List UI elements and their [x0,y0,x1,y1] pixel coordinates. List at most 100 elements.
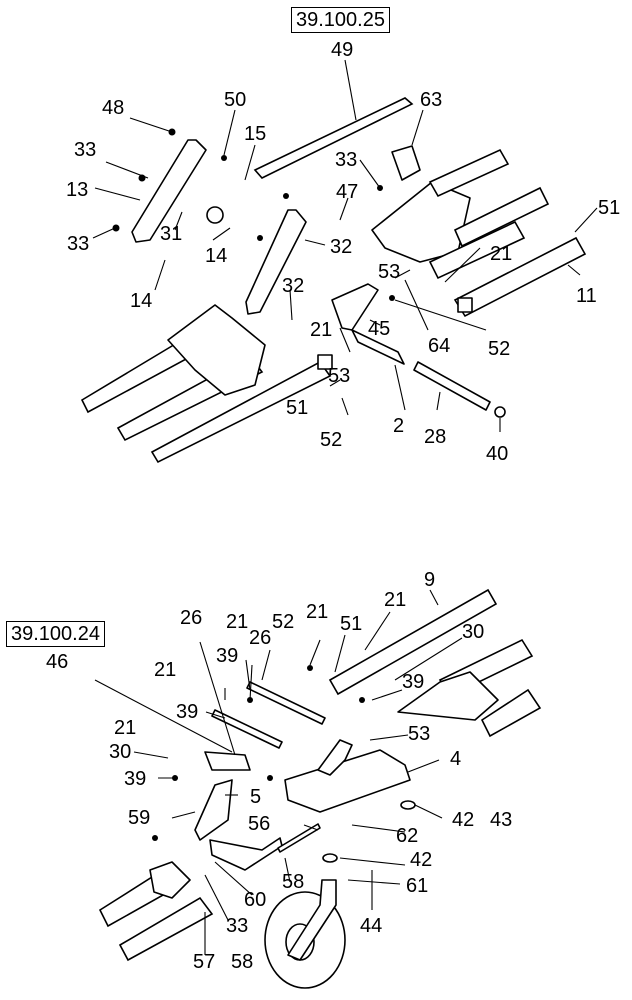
label: 11 [576,285,597,307]
label: 60 [244,889,266,911]
label: 58 [231,951,253,973]
label: 52 [320,429,342,451]
label: 32 [330,236,352,258]
beam-right-1 [428,148,510,198]
rod-49 [253,97,414,179]
label: 39 [216,645,238,667]
label: 64 [428,335,450,357]
label: 62 [396,825,418,847]
label: 21 [154,659,176,681]
washer-15 [206,206,224,224]
bracket-5 [194,779,233,841]
label: 33 [67,233,89,255]
label: 26 [249,627,271,649]
label: 45 [368,318,390,340]
label: 21 [384,589,406,611]
label: 30 [109,741,131,763]
label: 15 [244,123,266,145]
label: 42 [452,809,474,831]
label: 51 [286,397,308,419]
label: 21 [490,243,512,265]
label: 28 [424,426,446,448]
bracket-63 [391,145,421,181]
label: 43 [490,809,512,831]
label: 14 [130,290,152,312]
tube-2 [351,329,405,365]
label: 9 [424,569,435,591]
label: 39 [124,768,146,790]
label: 49 [331,39,353,61]
label: 31 [160,223,182,245]
washer-42-upper [400,800,416,810]
beam-left-3 [150,360,332,464]
label: 61 [406,875,428,897]
label: 42 [410,849,432,871]
label: 59 [128,807,150,829]
label: 53 [378,261,400,283]
bracket-58 [209,837,283,871]
label: 39 [402,671,424,693]
bracket-30-right [397,671,499,721]
link-plate-right [245,209,307,315]
label: 21 [226,611,248,633]
label: 53 [328,365,350,387]
pin-56 [277,823,321,853]
washer-42-lower [322,853,338,863]
label: 46 [46,651,68,673]
bushing-51-right [457,297,473,313]
label: 13 [66,179,88,201]
label: 51 [340,613,362,635]
bottom-labels: 9 26 21 52 21 51 21 30 26 21 39 39 46 39… [46,569,512,973]
label: 30 [462,621,484,643]
label: 52 [272,611,294,633]
pin-28 [413,361,491,411]
label: 33 [74,139,96,161]
label: 51 [598,197,620,219]
label: 4 [450,748,461,770]
top-assembly [80,59,598,464]
beam-9 [328,588,498,696]
label: 57 [193,951,215,973]
washer-40 [494,406,506,418]
reference-box-bottom: 39.100.24 [6,621,105,647]
bottom-assembly [94,588,542,989]
rod-26-upper [246,681,326,725]
clamp-left-bottom [149,861,191,899]
label: 52 [488,338,510,360]
label: 53 [408,723,430,745]
reference-box-top: 39.100.25 [291,7,390,33]
label: 21 [310,319,332,341]
label: 63 [420,89,442,111]
beam-right-3 [428,220,526,280]
label: 32 [282,275,304,297]
beam-left-lower [118,896,214,962]
label: 33 [226,915,248,937]
bushing-51-left [317,354,333,370]
top-labels: 49 63 48 50 15 33 13 33 31 14 14 47 32 3… [66,39,620,465]
link-plate-13 [131,139,207,243]
label: 44 [360,915,382,937]
label: 14 [205,245,227,267]
link-53 [331,283,379,331]
frame-4 [284,749,411,813]
label: 33 [335,149,357,171]
label: 50 [224,89,246,111]
label: 39 [176,701,198,723]
label: 21 [306,601,328,623]
beam-right-lower [480,688,542,738]
label: 5 [250,786,261,808]
label: 47 [336,181,358,203]
frame-4-upright [317,739,353,776]
label: 26 [180,607,202,629]
label: 40 [486,443,508,465]
label: 21 [114,717,136,739]
label: 2 [393,415,404,437]
label: 56 [248,813,270,835]
caster-fork [287,879,337,961]
clamp-left [167,304,266,396]
label: 58 [282,871,304,893]
label: 48 [102,97,124,119]
beam-right-2 [453,186,550,248]
bracket-46 [204,751,251,771]
